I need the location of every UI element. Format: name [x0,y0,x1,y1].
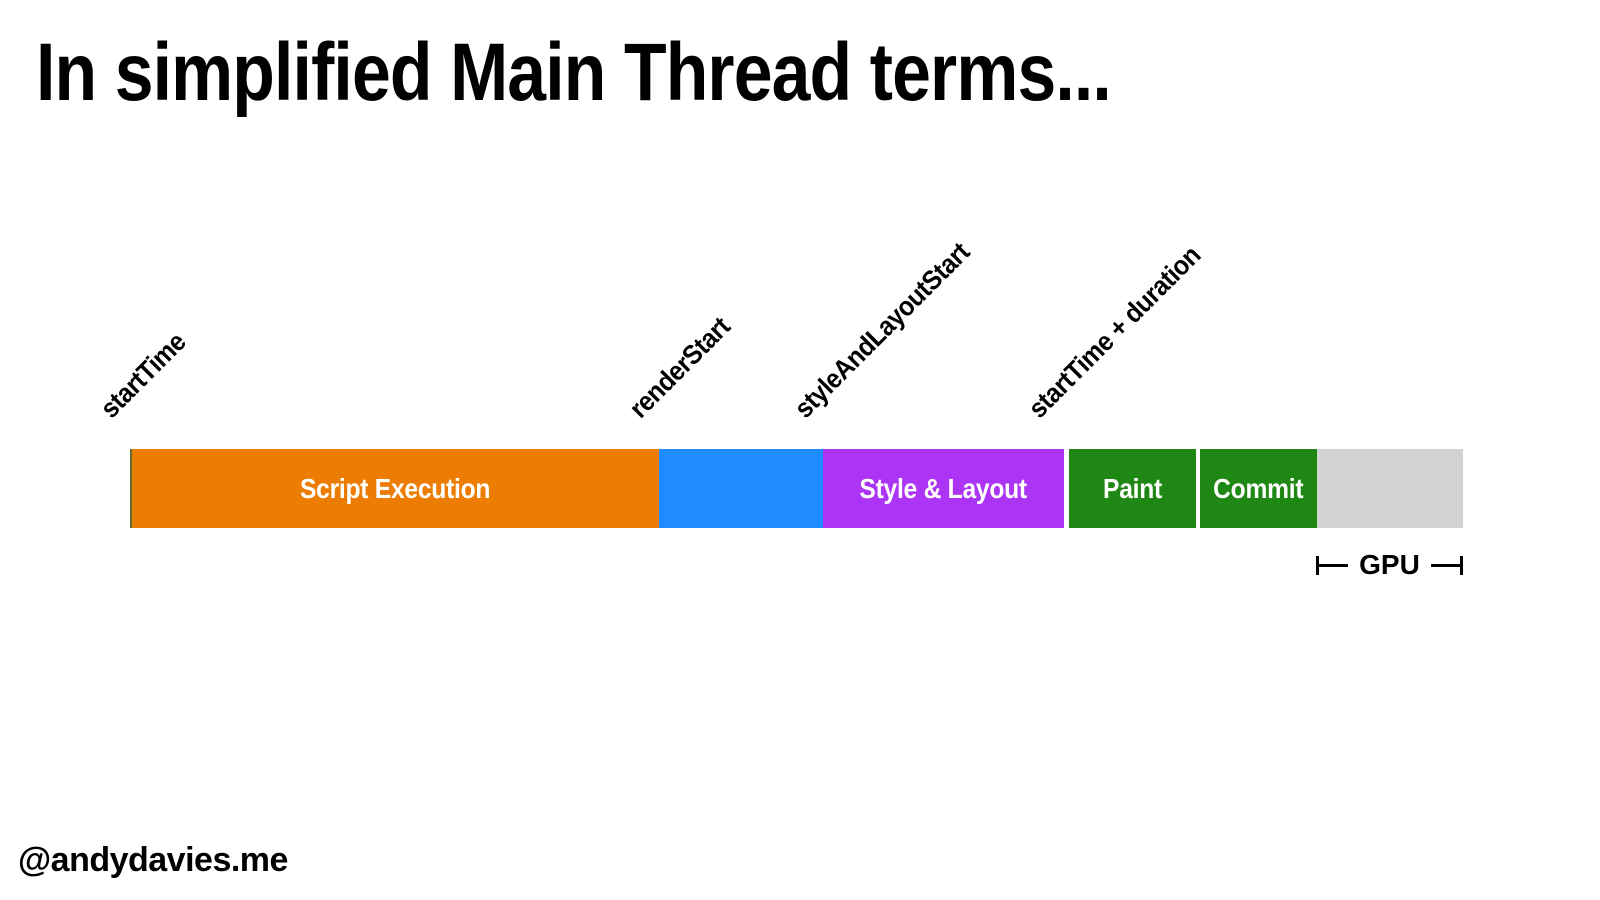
gpu-bracket: GPU [1316,551,1463,579]
gpu-bracket-left-line [1319,563,1349,567]
gpu-bracket-right-tick [1460,555,1463,575]
timeline-segment-gpu-section [1317,449,1463,528]
segment-label: Script Execution [300,472,491,504]
gpu-bracket-left-tick [1316,555,1319,575]
timeline-segment-script-execution: Script Execution [130,449,659,528]
timeline-segment-style-and-layout: Style & Layout [823,449,1064,528]
segment-label: Paint [1103,472,1162,504]
timeline-segment-render [659,449,823,528]
gpu-label: GPU [1359,549,1420,580]
timeline-segment-commit: Commit [1200,449,1317,528]
timeline-marker-startTime-plus-duration: startTime + duration [1022,239,1207,424]
timeline-marker-startTime: startTime [94,326,192,424]
slide-title: In simplified Main Thread terms... [36,27,1112,118]
timeline-segment-paint: Paint [1069,449,1196,528]
segment-label: Style & Layout [859,472,1028,504]
main-thread-timeline-bar: Script Execution Style & Layout Paint Commi… [0,449,1600,528]
segment-label: Commit [1213,472,1304,504]
footer-handle: @andydavies.me [18,841,288,879]
timeline-marker-styleAndLayoutStart: styleAndLayoutStart [788,236,976,424]
gpu-bracket-right-line [1430,563,1460,567]
timeline-marker-renderStart: renderStart [623,311,736,424]
